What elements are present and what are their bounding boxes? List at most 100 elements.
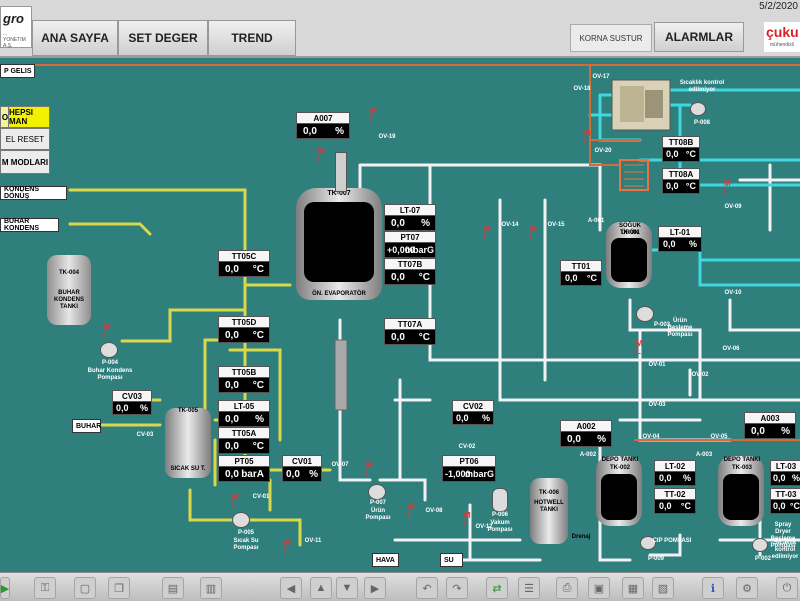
pump-p008-tag: P-008: [693, 120, 710, 126]
play-icon[interactable]: ▶: [0, 577, 10, 599]
inst-tt07b-value[interactable]: 0,0°C: [384, 269, 436, 285]
pump-cip-icon[interactable]: [640, 536, 656, 550]
reset-button[interactable]: EL RESET: [0, 128, 50, 150]
valve-cv01[interactable]: CV-01: [252, 494, 270, 500]
arrow-up-icon[interactable]: ▲: [310, 577, 332, 599]
key-icon[interactable]: ⚿: [34, 577, 56, 599]
modes-button[interactable]: M MODLARI: [0, 150, 50, 174]
arrow-left-icon[interactable]: ◀: [280, 577, 302, 599]
print-icon[interactable]: ⎙: [556, 577, 578, 599]
inst-lt03-value[interactable]: 0,0%: [770, 471, 800, 486]
valve-ov07[interactable]: OV-07: [331, 462, 349, 468]
inst-a002-value[interactable]: 0,0%: [560, 431, 612, 447]
arrow-right-icon[interactable]: ▶: [364, 577, 386, 599]
valve-ov20[interactable]: OV-20: [594, 148, 612, 154]
valve-ov11[interactable]: OV-11: [304, 538, 322, 544]
exit-icon[interactable]: ⏻: [776, 577, 798, 599]
inst-lt07-value[interactable]: 0,0%: [384, 215, 436, 231]
pump-p006-icon[interactable]: [492, 488, 508, 512]
pump-p007-icon[interactable]: [368, 484, 386, 500]
undo-icon[interactable]: ↶: [416, 577, 438, 599]
document-icon[interactable]: ▤: [162, 577, 184, 599]
redo-icon[interactable]: ↷: [446, 577, 468, 599]
pump-p002-icon[interactable]: [752, 538, 768, 552]
inst-tt03-value[interactable]: 0,0°C: [770, 499, 800, 514]
valve-ov15[interactable]: OV-15: [547, 222, 565, 228]
valve-ov19[interactable]: OV-19: [378, 134, 396, 140]
inst-cv01-value[interactable]: 0,0%: [282, 466, 322, 482]
info-icon[interactable]: ℹ: [702, 577, 724, 599]
settings-icon[interactable]: ⚙: [736, 577, 758, 599]
valve-ov08[interactable]: OV-08: [425, 508, 443, 514]
inst-lt05-value[interactable]: 0,0%: [218, 411, 270, 427]
pump-p005-icon[interactable]: [232, 512, 250, 528]
inst-tt01-value[interactable]: 0,0°C: [560, 271, 602, 286]
inst-tt08a-value[interactable]: 0,0°C: [662, 179, 700, 194]
nav-setpoint-button[interactable]: SET DEGER: [118, 20, 208, 56]
inst-tt05c-value[interactable]: 0,0°C: [218, 261, 270, 277]
transfer-icon[interactable]: ⇄: [486, 577, 508, 599]
inst-lt02-value[interactable]: 0,0%: [654, 471, 696, 486]
inst-tt02-value[interactable]: 0,0°C: [654, 499, 696, 514]
valve-ov12[interactable]: OV-12: [475, 524, 493, 530]
inst-a003-value[interactable]: 0,0%: [744, 423, 796, 439]
inst-cv02-value[interactable]: 0,0%: [452, 411, 494, 425]
window-icon[interactable]: ▣: [588, 577, 610, 599]
valve-ov01[interactable]: OV-01: [648, 362, 666, 368]
inst-tt05b-value[interactable]: 0,0°C: [218, 377, 270, 393]
pump-p004-icon[interactable]: [100, 342, 118, 358]
valve-ov14[interactable]: OV-14: [501, 222, 519, 228]
nav-trend-button[interactable]: TREND: [208, 20, 296, 56]
list-icon[interactable]: ☰: [518, 577, 540, 599]
valve-ov17[interactable]: OV-17: [592, 74, 610, 80]
inst-tt08b-value[interactable]: 0,0°C: [662, 147, 700, 162]
tank-tk004[interactable]: [47, 255, 91, 325]
all-manual-button[interactable]: HEPSI MAN: [8, 106, 50, 128]
valve-cv03[interactable]: CV-03: [136, 432, 154, 438]
inst-cv03-value[interactable]: 0,0%: [112, 401, 152, 415]
page-icon[interactable]: ▢: [74, 577, 96, 599]
valve-ov09[interactable]: OV-09: [724, 204, 742, 210]
arrow-down-icon[interactable]: ▼: [336, 577, 358, 599]
valve-ov06[interactable]: OV-06: [722, 346, 740, 352]
inst-tt05d-value[interactable]: 0,0°C: [218, 327, 270, 343]
folder-icon[interactable]: ▥: [200, 577, 222, 599]
tank-tk005[interactable]: [165, 408, 211, 478]
layers-icon[interactable]: ▧: [652, 577, 674, 599]
pump-p003-icon[interactable]: [636, 306, 654, 322]
inst-lt01-value[interactable]: 0,0%: [658, 237, 702, 252]
valve-ov05[interactable]: OV-05: [710, 434, 728, 440]
inst-a007-value[interactable]: 0,0%: [296, 123, 350, 139]
valve-cv02[interactable]: CV-02: [458, 444, 476, 450]
nav-home-button[interactable]: ANA SAYFA: [32, 20, 118, 56]
valve-ov04[interactable]: OV-04: [642, 434, 660, 440]
horn-silence-button[interactable]: KORNA SUSTUR: [570, 24, 652, 52]
inst-tt07a-value[interactable]: 0,0°C: [384, 329, 436, 345]
valve-ov10[interactable]: OV-10: [724, 290, 742, 296]
valve-ov02[interactable]: OV-02: [691, 372, 709, 378]
valve-ov18[interactable]: OV-18: [573, 86, 591, 92]
tank-tk006[interactable]: [530, 478, 568, 544]
copy-icon[interactable]: ❐: [108, 577, 130, 599]
grid-icon[interactable]: ▦: [622, 577, 644, 599]
pump-p008-icon[interactable]: [690, 102, 706, 116]
valve-ov03[interactable]: OV-03: [648, 402, 666, 408]
inst-tt05a-value[interactable]: 0,0°C: [218, 438, 270, 454]
alarms-button[interactable]: ALARMLAR: [654, 22, 744, 52]
